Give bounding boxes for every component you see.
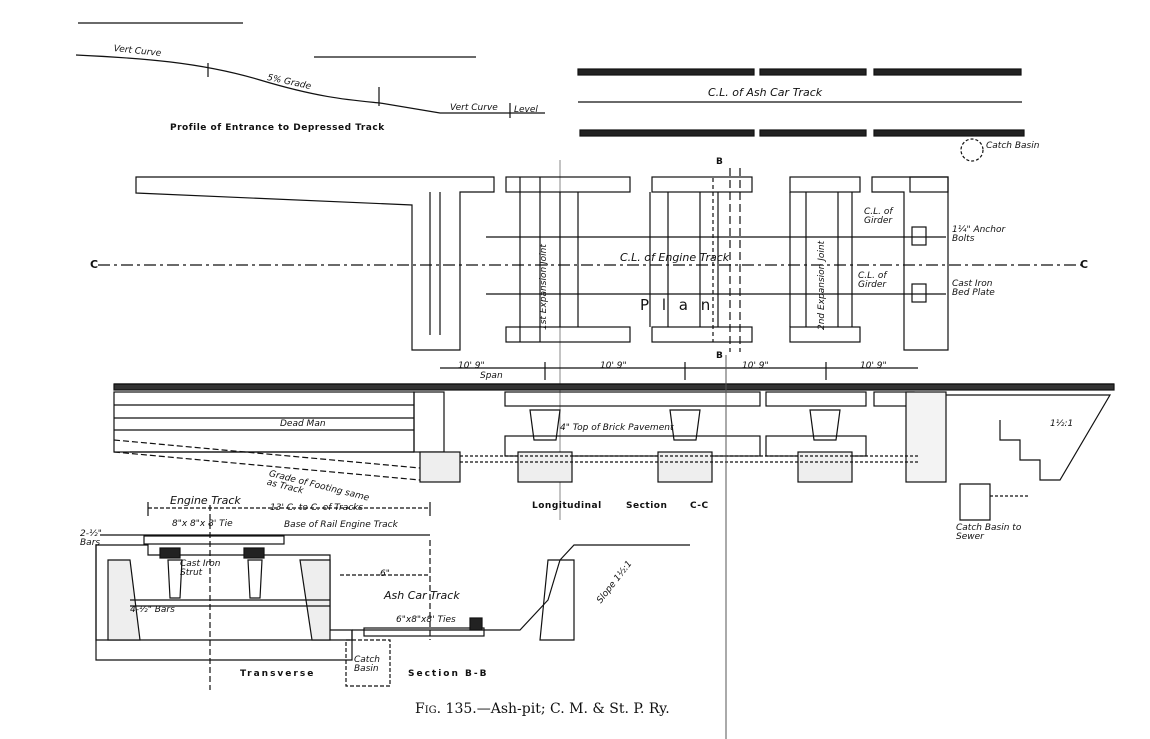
trans-title: Transverse [240, 669, 316, 679]
trans-title2: Section B-B [408, 669, 489, 679]
long-dim-3: 10' 9" [742, 361, 769, 371]
trans-base-rail: Base of Rail Engine Track [284, 520, 398, 530]
trans-ash-car-track: Ash Car Track [384, 589, 460, 602]
long-title2: Section [626, 501, 668, 511]
figure-caption: Fig. 135.—Ash-pit; C. M. & St. P. Ry. [415, 701, 670, 717]
longitudinal-section [113, 362, 1115, 521]
long-span-label: Span [480, 371, 503, 381]
long-catch-basin-sewer: Catch Basin to Sewer [956, 523, 1022, 542]
profile-level-label: Level [514, 105, 538, 115]
long-slope-label: 1½:1 [1050, 419, 1074, 429]
long-dim-4: 10' 9" [860, 361, 887, 371]
long-cc-label: C-C [690, 501, 709, 511]
plan-section-mark-bottom: B [716, 351, 724, 361]
trans-bars-bottom: 4-½" Bars [130, 605, 175, 615]
trans-six-in: 6" [380, 569, 390, 579]
profile-title: Profile of Entrance to Depressed Track [170, 123, 385, 133]
plan-view [98, 160, 1082, 520]
plan-section-mark-top: B [716, 157, 724, 167]
plan-joint-1: 1st Expansion Joint [539, 244, 549, 330]
ash-track-cl-label: C.L. of Ash Car Track [708, 86, 823, 99]
trans-catch-basin: Catch Basin [354, 655, 380, 674]
long-dim-1: 10' 9" [458, 361, 485, 371]
profile-vert-curve-2-label: Vert Curve [450, 103, 498, 113]
transverse-section [95, 502, 690, 690]
long-dead-man-label: Dead Man [280, 419, 326, 429]
ash-track-plan [577, 68, 1025, 162]
trans-cc-tracks: 13' C. to C. of Tracks [270, 503, 364, 513]
long-title: Longitudinal [532, 501, 602, 511]
plan-joint-2: 2nd Expansion Joint [817, 240, 827, 330]
ash-track-catch-basin-label: Catch Basin [986, 141, 1040, 151]
plan-label: P l a n [640, 296, 715, 314]
plan-section-c-right: C [1080, 258, 1089, 271]
trans-ash-ties: 6"x8"x8' Ties [396, 615, 456, 625]
profile-sketch [75, 54, 545, 118]
figure-caption-text: —Ash-pit; C. M. & St. P. Ry. [476, 701, 670, 717]
plan-anchor-bolts: 1¼" Anchor Bolts [952, 225, 1006, 244]
plan-cl-girder-2: C.L. of Girder [858, 271, 887, 290]
trans-bars-top: 2-½" Bars [80, 529, 102, 548]
trans-engine-track: Engine Track [170, 494, 241, 507]
long-dim-2: 10' 9" [600, 361, 627, 371]
trans-tie: 8"x 8"x 8' Tie [172, 519, 233, 529]
trans-cast-iron-strut: Cast Iron Strut [180, 559, 221, 578]
plan-section-c-left: C [90, 258, 99, 271]
plan-cl-girder-1: C.L. of Girder [864, 207, 893, 226]
catch-basin-symbol [960, 138, 984, 162]
plan-bed-plate: Cast Iron Bed Plate [952, 279, 995, 298]
plan-cl-engine-track: C.L. of Engine Track [620, 251, 730, 264]
figure-number: Fig. 135. [415, 701, 477, 717]
long-brick-pavement-label: 4" Top of Brick Pavement [560, 423, 674, 433]
